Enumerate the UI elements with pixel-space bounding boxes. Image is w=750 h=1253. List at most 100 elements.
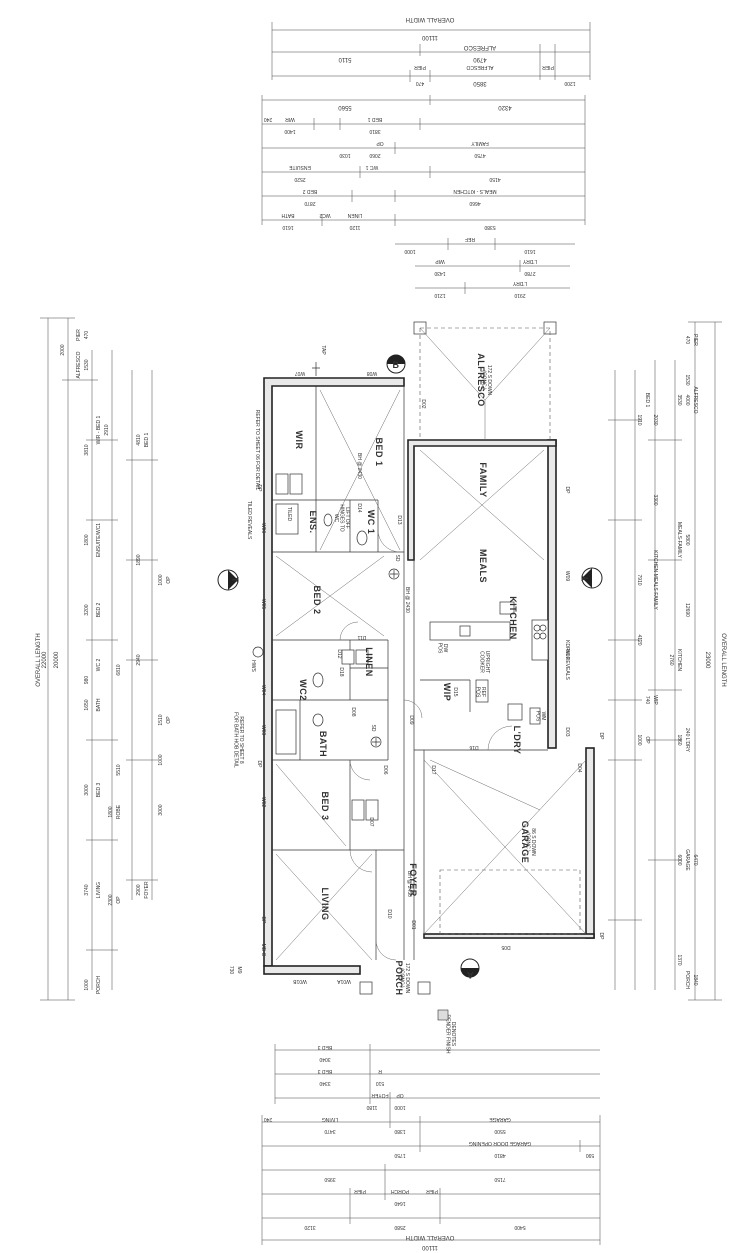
top-dim-2060: 2060 — [369, 152, 380, 158]
right-dim-3300: 3300 — [652, 494, 658, 505]
bottom-dim-1750: 1750 — [394, 1152, 405, 1158]
bottom-overall-width-label: OVERALL WIDTH — [406, 1234, 455, 1240]
top-dim-2910: 2910 — [514, 292, 525, 298]
door-d17: D17 — [430, 765, 436, 774]
section-marker-b-label: B — [393, 360, 400, 370]
left-dim-3200: 3200 — [84, 604, 90, 615]
bottom-dim-op: OP — [396, 1092, 404, 1098]
room-diagonals — [275, 389, 545, 961]
right-dim-2030: 2030 — [652, 414, 658, 425]
bottom-dim-240: 240 — [264, 1116, 273, 1122]
bottom-dim-5400: 5400 — [514, 1224, 525, 1230]
top-dim-1200: 1200 — [564, 80, 575, 86]
bottom-overall-width-value: 11100 — [421, 1244, 437, 1250]
top-dim-wc1: WC 1 — [366, 164, 379, 170]
top-dim-ldry-b: L'DRY — [512, 280, 527, 286]
left-overall-length-value: 20000 — [54, 651, 60, 668]
door-d11: D11 — [357, 634, 366, 640]
window-w03: W03 — [260, 725, 266, 736]
bottom-dim-3040: 3040 — [319, 1056, 330, 1062]
bottom-dimensions: BED 3 3040 BED 3 3340 R 510 1000 OP FOYE… — [261, 1044, 601, 1250]
room-garage-note: 86 S DOWN(CONC.) — [525, 828, 537, 856]
note-sd-2: SD — [370, 725, 376, 732]
right-dim-kitchen: KITCHEN — [676, 649, 682, 671]
note-lift-off: LIFT OFFHINGES TOWC — [333, 504, 350, 531]
right-dim-4120: 4120 — [636, 634, 642, 645]
top-dim-bed2: BED 2 — [303, 188, 318, 194]
right-dim-1530: 1530 — [684, 374, 690, 385]
door-d14: D14 — [356, 503, 362, 512]
left-dim-bath: BATH — [96, 698, 102, 711]
left-dim-3810: 3810 — [84, 444, 90, 455]
bottom-dim-1000: 1000 — [394, 1104, 405, 1110]
section-marker-a-label: A — [467, 970, 474, 980]
top-dim-1610: 1610 — [282, 224, 293, 230]
bottom-dim-3120: 3120 — [304, 1224, 315, 1230]
bottom-dim-3470: 3470 — [324, 1128, 335, 1134]
window-w10: W10 — [564, 649, 570, 660]
top-dim-4320: 4320 — [498, 104, 512, 110]
top-dim-5110: 5110 — [338, 56, 352, 62]
door-d09: D09 — [408, 715, 414, 724]
room-linen: LINEN — [364, 647, 374, 677]
top-dim-pier-a: PIER — [414, 64, 426, 70]
top-dimensions: OVERALL WIDTH 11100 ALFRESCO 5110 4790 P… — [261, 16, 591, 298]
note-dp-5: DP — [598, 933, 604, 941]
left-overall-length-label: OVERALL LENGTH — [36, 633, 42, 686]
left-dim-2940: 2940 — [136, 654, 142, 665]
right-dim-3530: 3530 — [676, 394, 682, 405]
bottom-dim-r: R — [378, 1068, 382, 1074]
left-dim-1510: 1510 — [158, 714, 164, 725]
door-d16: D16 — [469, 744, 478, 750]
window-w07: W07 — [295, 370, 306, 376]
left-dim-980: 980 — [84, 676, 90, 685]
note-hws: HWS — [250, 660, 256, 672]
alfresco-outline — [419, 327, 551, 440]
note-dp-4: DP — [598, 733, 604, 741]
right-dim-porch: PORCH — [684, 971, 690, 989]
right-dim-1860: 1860 — [676, 734, 682, 745]
top-dim-5560: 5560 — [338, 104, 352, 110]
left-dim-pier: PIER — [76, 329, 82, 341]
top-dim-4790: 4790 — [473, 56, 487, 62]
right-overall-length-label: OVERALL LENGTH — [720, 633, 726, 686]
top-dim-linen: LINEN — [347, 212, 362, 218]
bottom-dim-2580: 2580 — [394, 1224, 405, 1230]
top-dim-bed1: BED 1 — [368, 116, 383, 122]
room-kitchen: KITCHEN — [508, 596, 518, 640]
section-marker-a — [460, 958, 480, 978]
door-d12: D12 — [336, 649, 342, 658]
left-dim-wir-bed1: WIR - BED 1 — [96, 415, 102, 444]
right-dim-1000: 1000 — [636, 734, 642, 745]
right-dim-2760: 2760 — [668, 654, 674, 665]
right-dim-740: 740 — [644, 696, 650, 705]
door-d08: D08 — [350, 707, 356, 716]
left-dim-bed3: BED 3 — [96, 783, 102, 798]
right-dim-1370: 1370 — [676, 954, 682, 965]
note-dp-6: DP — [260, 917, 266, 925]
left-dim-2300: 2300 — [108, 894, 114, 905]
room-foyer: FOYER — [408, 863, 418, 897]
tap-icon — [312, 362, 320, 376]
room-wc2: WC2 — [298, 679, 308, 701]
right-dim-op: OP — [644, 736, 650, 744]
bottom-dim-pier-a: PIER — [354, 1188, 366, 1194]
window-w09: W09 — [564, 571, 570, 582]
door-d03: D03 — [564, 727, 570, 736]
hws-icon — [252, 646, 264, 658]
left-dim-1800b: 1800 — [108, 806, 114, 817]
right-dim-1840: 1840 — [692, 974, 698, 985]
room-bed3: BED 3 — [320, 791, 330, 820]
door-d15: D15 — [452, 687, 458, 696]
left-dim-ensuite-wc1: ENSUITE/WC1 — [96, 523, 102, 557]
right-dim-pier: PIER — [692, 334, 698, 346]
room-living: LIVING — [320, 887, 330, 920]
top-dim-1030: 1030 — [339, 152, 350, 158]
left-dim-alfresco: ALFRESCO — [76, 351, 82, 378]
room-meals: MEALS — [478, 549, 488, 583]
right-dim-1910: 1910 — [636, 414, 642, 425]
top-dim-pier-b: PIER — [542, 64, 554, 70]
left-dimensions: OVERALL LENGTH 20000 22000 2000 ALFRESCO… — [36, 317, 172, 1001]
room-wir: WIR — [294, 431, 304, 450]
